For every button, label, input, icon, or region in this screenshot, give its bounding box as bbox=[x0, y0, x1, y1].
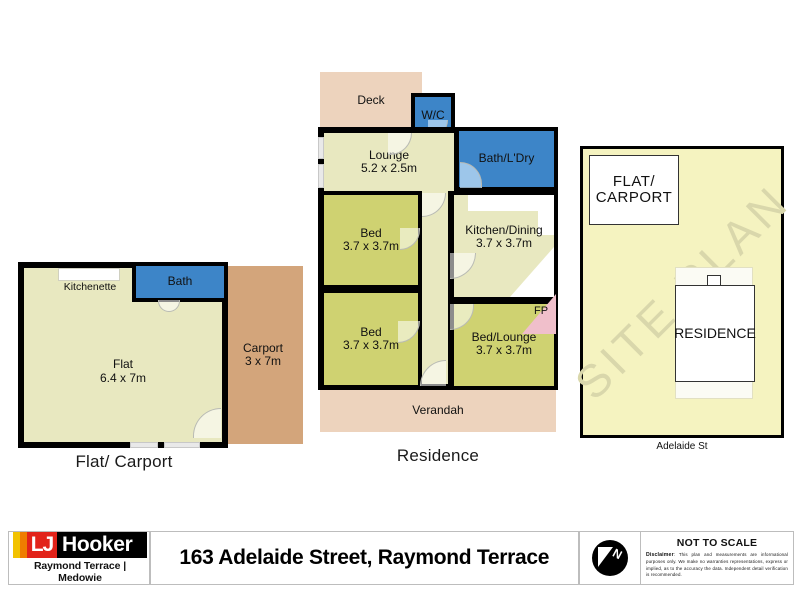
room-label: W/C bbox=[421, 107, 445, 122]
logo-office-name: Raymond Terrace | Medowie bbox=[33, 560, 127, 584]
kitchen-notch-right bbox=[538, 195, 554, 235]
site-flat-carport-line1: FLAT/ bbox=[612, 173, 656, 191]
room-deck: Deck bbox=[320, 72, 422, 130]
kitchen-notch-top bbox=[468, 195, 554, 211]
room-label: Bed bbox=[360, 324, 382, 339]
property-address: 163 Adelaide Street, Raymond Terrace bbox=[151, 532, 579, 584]
site-plan: SITE PLAN FLAT/ CARPORT RESIDENCE bbox=[565, 146, 799, 438]
logo-stripe-yellow bbox=[13, 532, 20, 558]
disclaimer-text: Disclaimer: This plan and measurements a… bbox=[646, 551, 788, 580]
site-residence-box: RESIDENCE bbox=[674, 285, 756, 382]
room-carport: Carport 3 x 7m bbox=[223, 266, 303, 444]
flat-window-bottom-a bbox=[130, 442, 158, 448]
property-address-text: 163 Adelaide Street, Raymond Terrace bbox=[179, 546, 550, 569]
flat-window-bottom-b bbox=[164, 442, 200, 448]
logo-lj-mark: LJ bbox=[27, 532, 57, 558]
disclaimer-body: : This plan and measurements are informa… bbox=[646, 551, 788, 578]
room-fireplace: FP bbox=[526, 304, 556, 318]
logo-stripe-orange bbox=[20, 532, 27, 558]
room-verandah: Verandah bbox=[320, 390, 556, 432]
room-bed-lounge: Bed/Lounge 3.7 x 3.7m bbox=[454, 327, 554, 361]
site-residence-notch bbox=[707, 275, 721, 287]
site-street-label: Adelaide St bbox=[656, 441, 708, 452]
compass-icon: N bbox=[591, 540, 628, 576]
footer-divider-1 bbox=[149, 532, 151, 584]
room-label: Bed/Lounge bbox=[471, 329, 537, 344]
room-dimension: 3.7 x 3.7m bbox=[342, 338, 400, 352]
north-compass: N bbox=[580, 532, 640, 584]
footer-bar: LJ Hooker Raymond Terrace | Medowie 163 … bbox=[8, 531, 794, 585]
residence-plan-caption: Residence bbox=[396, 446, 480, 465]
room-dimension: 3.7 x 3.7m bbox=[475, 236, 533, 250]
room-label: Carport bbox=[242, 340, 283, 355]
lounge-window-left bbox=[318, 137, 324, 159]
site-residence-label: RESIDENCE bbox=[674, 325, 756, 342]
room-dimension: 3.7 x 3.7m bbox=[342, 239, 400, 253]
room-label: Flat bbox=[112, 357, 133, 372]
footer-divider-2 bbox=[578, 532, 580, 584]
flat-carport-plan: Carport 3 x 7m Flat 6.4 x 7m Kitchenette… bbox=[18, 262, 303, 471]
room-label: Verandah bbox=[412, 403, 464, 418]
kitchenette-bench bbox=[58, 268, 120, 281]
room-label: Deck bbox=[357, 93, 385, 108]
logo-hooker-word: Hooker bbox=[57, 532, 147, 558]
room-dimension: 3.7 x 3.7m bbox=[475, 343, 533, 357]
hallway bbox=[418, 191, 448, 384]
lj-hooker-logo-icon: LJ Hooker bbox=[13, 532, 147, 558]
room-dimension: 5.2 x 2.5m bbox=[360, 161, 418, 175]
room-label: Bed bbox=[360, 225, 382, 240]
room-bath: Bath bbox=[136, 266, 224, 298]
room-kitchen-dining: Kitchen/Dining 3.7 x 3.7m bbox=[454, 220, 554, 254]
disclaimer-block: NOT TO SCALE Disclaimer: This plan and m… bbox=[641, 532, 793, 584]
room-label: FP bbox=[533, 304, 549, 317]
room-label: Bath/L'Dry bbox=[478, 151, 535, 166]
room-dimension: 3 x 7m bbox=[244, 354, 281, 368]
not-to-scale-label: NOT TO SCALE bbox=[676, 536, 758, 549]
room-label: Kitchen/Dining bbox=[465, 222, 543, 237]
residence-plan: Deck W/C Lounge 5.2 x 2.5m Bath/L'Dry bbox=[310, 72, 566, 465]
room-dimension: 6.4 x 7m bbox=[99, 370, 147, 385]
compass-needle-icon bbox=[597, 547, 613, 567]
lounge-window-left-2 bbox=[318, 164, 324, 188]
site-flat-carport-line2: CARPORT bbox=[595, 189, 673, 206]
site-flat-carport-box: FLAT/ CARPORT bbox=[589, 155, 679, 225]
room-kitchenette: Kitchenette bbox=[52, 280, 128, 296]
footer-divider-3 bbox=[639, 532, 641, 584]
room-label: Kitchenette bbox=[63, 281, 117, 294]
agency-logo: LJ Hooker Raymond Terrace | Medowie bbox=[9, 532, 149, 584]
disclaimer-lead: Disclaimer bbox=[646, 551, 674, 558]
room-label: Bath bbox=[167, 274, 193, 289]
flat-plan-caption: Flat/ Carport bbox=[75, 452, 173, 471]
